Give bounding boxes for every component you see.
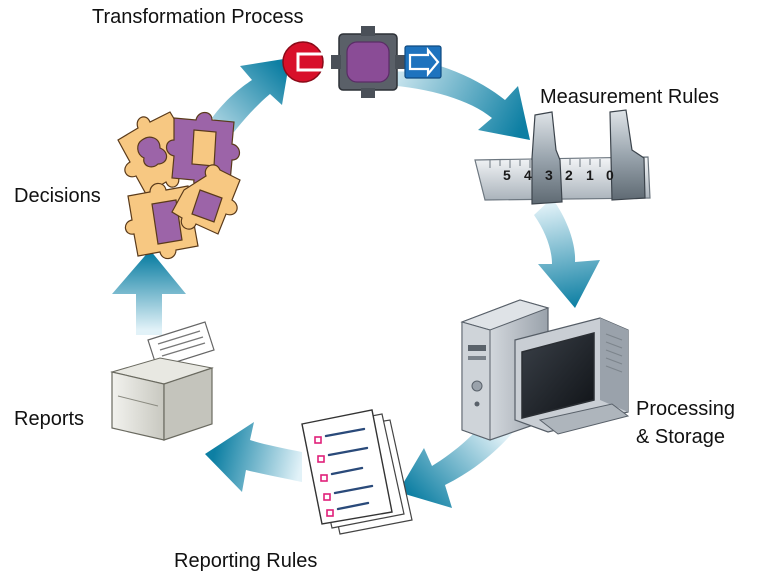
ruler-number: 5 <box>503 167 511 183</box>
printer-icon <box>110 321 215 441</box>
label-measurement-rules: Measurement Rules <box>540 86 719 108</box>
label-processing-storage-line2: & Storage <box>636 426 725 448</box>
arrow-decisions-to-transformation <box>212 58 290 132</box>
documents-icon <box>301 409 413 535</box>
ruler-number: 3 <box>545 167 553 183</box>
arrow-reports-to-decisions <box>112 250 186 335</box>
arrow-measurement-to-processing <box>534 198 600 308</box>
caliper-ruler-icon: 5 4 3 2 1 0 <box>474 109 651 205</box>
ruler-number: 4 <box>524 167 532 183</box>
ruler-number: 1 <box>586 167 594 183</box>
ruler-number: 0 <box>606 167 614 183</box>
ruler-numbers: 5 4 3 2 1 0 <box>503 167 614 183</box>
arrow-reporting-rules-to-reports <box>205 422 302 492</box>
label-reports: Reports <box>14 408 85 430</box>
computer-icon <box>460 299 630 441</box>
label-processing-storage-line1: Processing <box>636 398 735 420</box>
label-transformation-process: Transformation Process <box>92 6 304 28</box>
transformation-shaft-icon <box>282 26 442 98</box>
ruler-number: 2 <box>565 167 573 183</box>
label-reporting-rules: Reporting Rules <box>174 550 318 572</box>
puzzle-pieces-icon <box>117 111 241 260</box>
label-decisions: Decisions <box>14 185 101 207</box>
